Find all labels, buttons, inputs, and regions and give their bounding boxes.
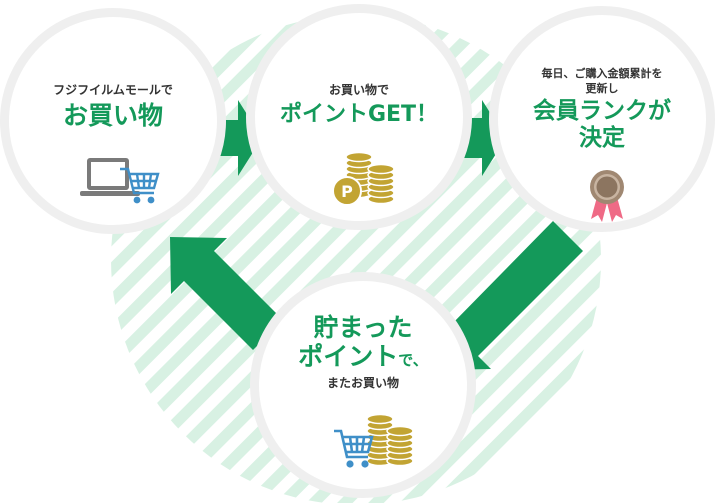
use-headline-line2: ポイントで、: [259, 342, 467, 375]
earn-headline: ポイントGET！: [279, 102, 439, 127]
coin-mark-label: P: [341, 182, 353, 201]
rank-medal-icon: [590, 170, 624, 222]
use-headline-line2-small: で、: [398, 351, 428, 369]
use-caption: またお買い物: [326, 376, 399, 390]
coin-stack-icon: P: [332, 151, 395, 206]
rank-caption-line2: 更新し: [585, 82, 619, 95]
up-left-arrow: [170, 237, 283, 350]
step-use-circle: 貯まった ポイントで、 またお買い物: [250, 272, 476, 498]
shop-headline: お買い物: [62, 101, 163, 130]
down-left-arrow: [435, 221, 583, 370]
use-headline-line2-big: ポイント: [298, 342, 399, 371]
step-shop-circle: フジフイルムモールで お買い物: [0, 8, 226, 234]
step-rank-circle: 毎日、ご購入金額累計を 更新し 会員ランクが 決定: [489, 6, 715, 232]
cart-coins-icon: [334, 413, 414, 468]
use-headline-line1: 貯まった: [313, 313, 413, 342]
rank-caption-line1: 毎日、ご購入金額累計を: [541, 67, 663, 80]
rank-headline-line1: 会員ランクが: [533, 98, 671, 124]
shop-caption: フジフイルムモールで: [53, 83, 173, 97]
rank-headline-line2: 決定: [579, 125, 625, 151]
laptop-cart-icon: [80, 158, 160, 204]
earn-caption: お買い物で: [328, 83, 389, 97]
step-earn-circle: お買い物で ポイントGET！ P: [246, 4, 472, 230]
